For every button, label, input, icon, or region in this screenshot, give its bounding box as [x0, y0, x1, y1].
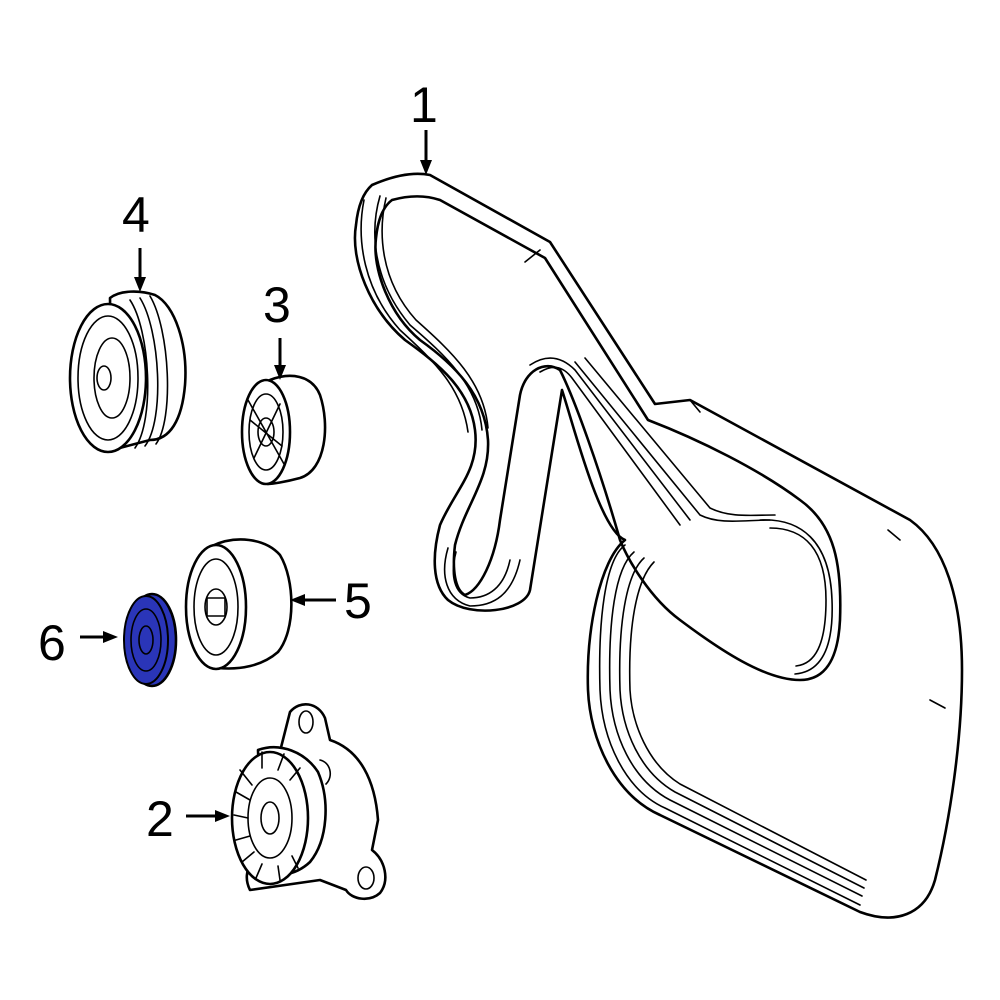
idler-pulley-mid[interactable] [184, 538, 293, 671]
callout-2-label: 2 [146, 791, 174, 847]
callout-3-label: 3 [263, 277, 291, 333]
idler-pulley-small[interactable] [240, 374, 327, 486]
callout-arrows [80, 130, 432, 822]
idler-pulley-large[interactable] [68, 290, 187, 454]
callout-5-label: 5 [344, 573, 372, 629]
serpentine-belt[interactable] [353, 172, 964, 919]
callout-6-label: 6 [38, 615, 66, 671]
pulley-cap-highlighted[interactable] [123, 592, 178, 688]
callout-1-label: 1 [410, 77, 438, 133]
callout-4-label: 4 [122, 187, 150, 243]
belt-tensioner[interactable] [230, 703, 387, 900]
